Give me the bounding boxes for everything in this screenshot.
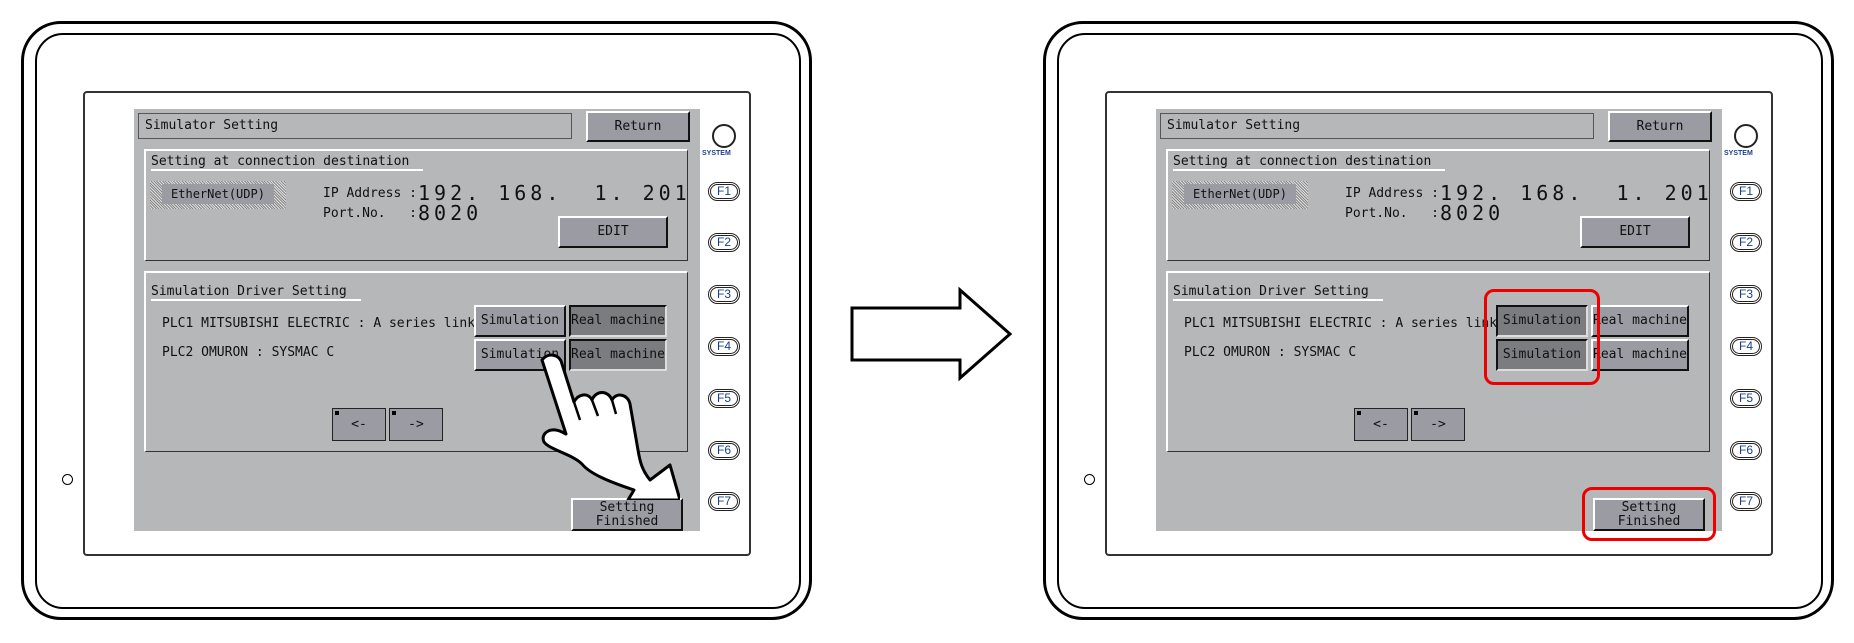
function-key-f3[interactable]: F3 [708,285,740,304]
highlight-setting-finished [1582,487,1716,541]
ip-label: IP Address : [323,186,417,201]
ip-value: 192. 168. 1. 201 [1440,181,1713,205]
device-inner-bezel [35,33,801,609]
prev-label: <- [1373,416,1389,432]
function-key-f1[interactable]: F1 [708,182,740,201]
port-value: 8020 [418,201,483,225]
hmi-device-before: Simulator Setting Return Setting at conn… [0,0,830,643]
system-button[interactable] [712,124,736,148]
next-label: -> [1430,416,1446,432]
plc1-label: PLC1 MITSUBISHI ELECTRIC : A series link [162,316,476,331]
system-label: SYSTEM [1724,150,1753,157]
next-label: -> [408,416,424,432]
driver-heading: Simulation Driver Setting [1173,284,1383,301]
led-indicator [1084,474,1095,485]
connection-heading: Setting at connection destination [151,154,424,171]
ip-value: 192. 168. 1. 201 [418,181,691,205]
setting-finished-button[interactable]: Setting Finished [571,498,683,531]
connection-section [144,149,688,261]
edit-button[interactable]: EDIT [558,216,668,248]
next-page-button[interactable]: -> [1411,408,1465,441]
setting-finished-button[interactable]: Setting Finished [1593,498,1705,531]
function-key-f5[interactable]: F5 [1730,389,1762,408]
function-key-f4[interactable]: F4 [1730,337,1762,356]
plc1-simulation-button[interactable]: Simulation [474,305,566,337]
function-key-f5[interactable]: F5 [708,389,740,408]
pointing-hand-icon [540,353,680,500]
driver-heading: Simulation Driver Setting [151,284,361,301]
driver-section [1166,271,1710,452]
plc1-real-machine-button[interactable]: Real machine [569,305,667,337]
return-button[interactable]: Return [1608,111,1712,142]
function-key-f1[interactable]: F1 [1730,182,1762,201]
interface-label: EtherNet(UDP) [162,184,274,204]
port-label: Port.No. : [323,206,417,221]
connection-section [1166,149,1710,261]
function-key-f6[interactable]: F6 [1730,441,1762,460]
system-label: SYSTEM [702,150,731,157]
plc2-label: PLC2 OMURON : SYSMAC C [162,345,335,360]
plc1-simulation-button[interactable]: Simulation [1496,305,1588,337]
interface-button[interactable]: EtherNet(UDP) [150,181,286,209]
system-button[interactable] [1734,124,1758,148]
screen-title: Simulator Setting [138,113,572,139]
prev-page-button[interactable]: <- [332,408,386,441]
plc2-real-machine-button[interactable]: Real machine [569,339,667,371]
screen-title: Simulator Setting [1160,113,1594,139]
plc2-label: PLC2 OMURON : SYSMAC C [1184,345,1357,360]
function-key-f3[interactable]: F3 [1730,285,1762,304]
next-page-button[interactable]: -> [389,408,443,441]
highlight-simulation-buttons [1484,289,1600,385]
driver-section [144,271,688,452]
device-inner-bezel [1057,33,1823,609]
hmi-device-after: Simulator Setting Return Setting at conn… [1022,0,1852,643]
led-indicator [62,474,73,485]
edit-button[interactable]: EDIT [1580,216,1690,248]
right-arrow-icon [850,286,1013,382]
function-key-f2[interactable]: F2 [708,233,740,252]
plc2-simulation-button[interactable]: Simulation [1496,339,1588,371]
prev-page-button[interactable]: <- [1354,408,1408,441]
interface-label: EtherNet(UDP) [1184,184,1296,204]
prev-label: <- [351,416,367,432]
function-key-f2[interactable]: F2 [1730,233,1762,252]
connection-heading: Setting at connection destination [1173,154,1446,171]
ip-label: IP Address : [1345,186,1439,201]
plc1-real-machine-button[interactable]: Real machine [1591,305,1689,337]
port-value: 8020 [1440,201,1505,225]
plc1-label: PLC1 MITSUBISHI ELECTRIC : A series link [1184,316,1498,331]
function-key-f7[interactable]: F7 [1730,492,1762,511]
interface-button[interactable]: EtherNet(UDP) [1172,181,1308,209]
port-label: Port.No. : [1345,206,1439,221]
plc2-real-machine-button[interactable]: Real machine [1591,339,1689,371]
function-key-f4[interactable]: F4 [708,337,740,356]
function-key-f6[interactable]: F6 [708,441,740,460]
function-key-f7[interactable]: F7 [708,492,740,511]
return-button[interactable]: Return [586,111,690,142]
